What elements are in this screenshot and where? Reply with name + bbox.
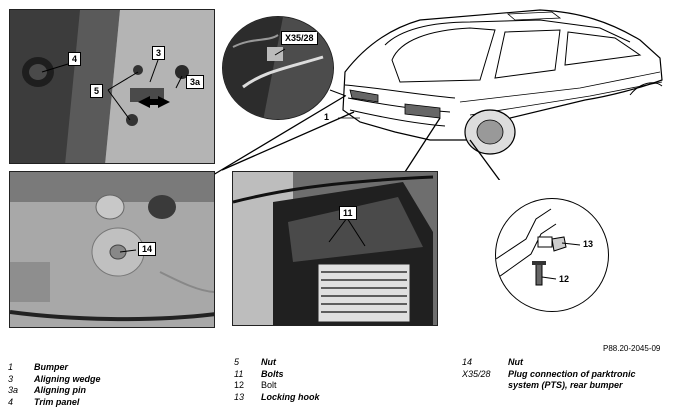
callout-x35-28: X35/28: [281, 31, 318, 45]
legend-num: 11: [234, 368, 244, 379]
legend-text: Bumper: [34, 362, 69, 372]
detail-locking-hook-drawing: [496, 208, 581, 286]
legend-num: 14: [462, 357, 473, 367]
photo-pts-plug: X35/28: [222, 16, 334, 120]
legend-col1: 1 Bumper 3 Aligning wedge 3a Aligning pi…: [8, 362, 208, 410]
legend-text: Bolt: [261, 380, 277, 390]
photo-nut: 14: [9, 171, 215, 328]
legend-num: 5: [234, 357, 240, 367]
callout-11: 11: [339, 206, 357, 220]
car-rear-drawing: [207, 9, 663, 180]
callout-4: 4: [68, 52, 82, 66]
legend-text: Nut: [261, 357, 276, 367]
photo-aligning-wedge: 4 3 3a 5: [9, 9, 215, 164]
callout-13: 13: [583, 239, 594, 249]
photo-aligning-wedge-drawing: [10, 10, 214, 163]
legend-text: Bolts: [261, 368, 284, 379]
legend-text: Locking hook: [261, 391, 320, 402]
callout-14: 14: [138, 242, 157, 256]
legend-text: Plug connection of parktronic: [508, 368, 636, 379]
legend-num: 3a: [8, 385, 19, 395]
callout-1: 1: [324, 112, 330, 122]
legend-text: Aligning pin: [34, 385, 86, 395]
legend-num: 12: [234, 380, 245, 390]
detail-locking-hook: 13 12: [495, 198, 609, 312]
callout-3a: 3a: [186, 75, 205, 89]
legend-num: 1: [8, 362, 14, 372]
photo-pts-plug-drawing: [223, 17, 333, 119]
legend-text: system (PTS), rear bumper: [508, 380, 623, 390]
legend-text: Aligning wedge: [34, 373, 101, 384]
legend-col3: 14 Nut X35/28 Plug connection of parktro…: [462, 357, 667, 397]
legend-num: 13: [234, 391, 245, 402]
callout-5: 5: [90, 84, 104, 98]
legend-text: Trim panel: [34, 396, 80, 407]
callout-3: 3: [152, 46, 166, 60]
legend-num: 3: [8, 373, 14, 384]
callout-12: 12: [559, 274, 570, 284]
legend-text: Nut: [508, 357, 523, 367]
legend-num: 4: [8, 396, 14, 407]
photo-trunk-bolts-drawing: [233, 172, 437, 325]
photo-nut-drawing: [10, 172, 214, 327]
legend-col2: 5 Nut 11 Bolts 12 Bolt 13 Locking hook: [234, 357, 434, 405]
photo-trunk-bolts: 11: [232, 171, 438, 326]
figure-code: P88.20-2045-09: [603, 344, 661, 353]
legend-num: X35/28: [462, 368, 491, 379]
